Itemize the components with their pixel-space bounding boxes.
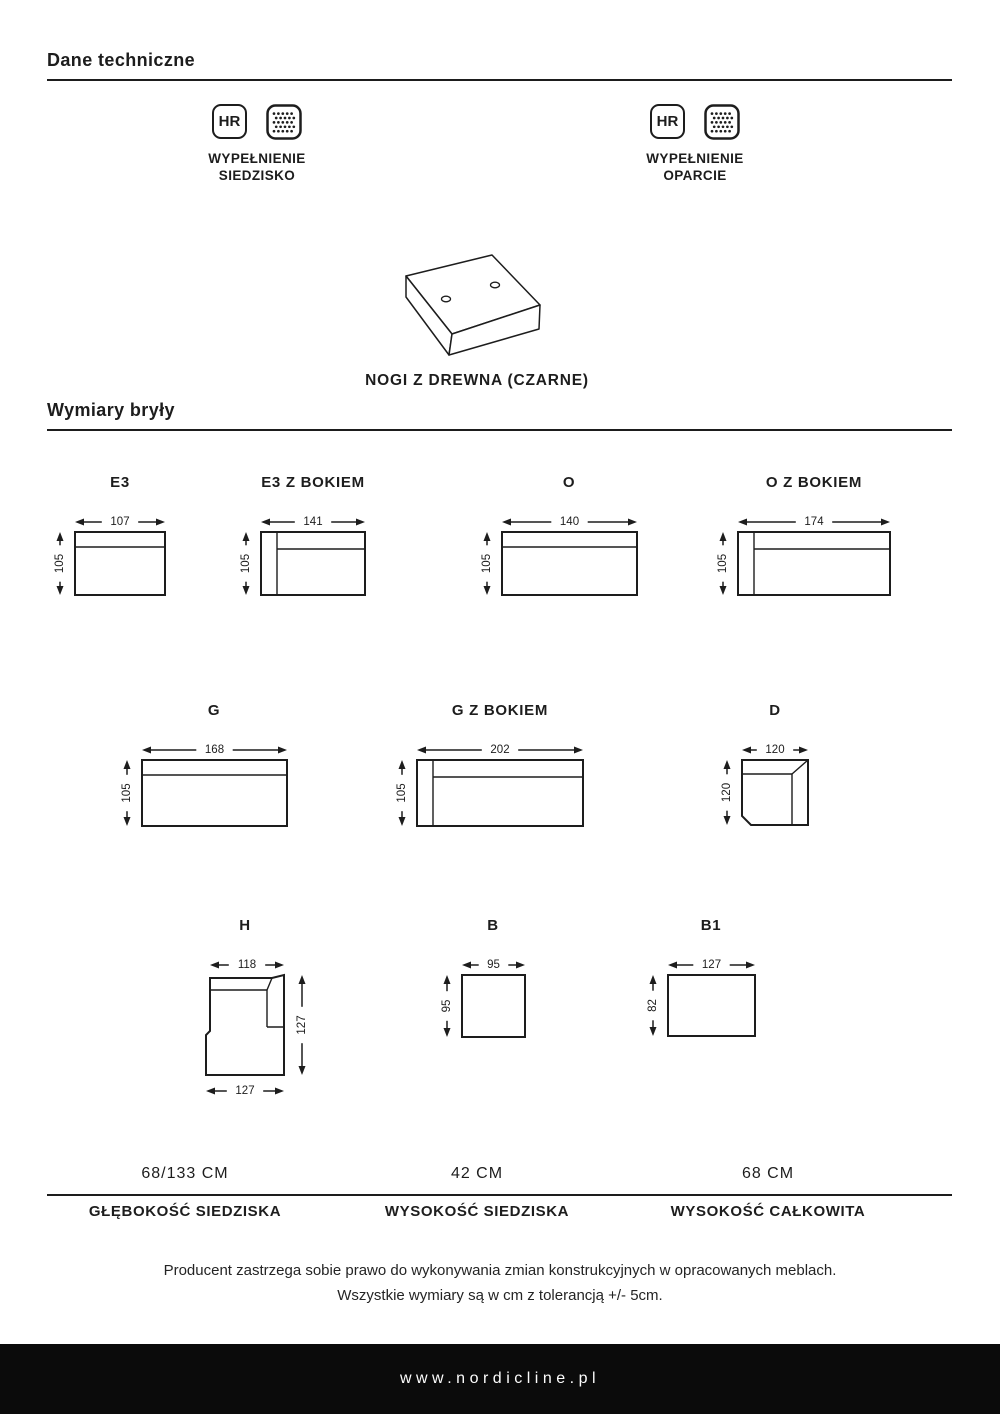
module-diagram: 127 82: [647, 959, 756, 1037]
hr-foam-icon: HR: [650, 104, 685, 139]
stats-divider: [47, 1194, 952, 1196]
module-e3: E3 107 105: [45, 474, 175, 603]
module-title: G Z BOKIEM: [451, 702, 549, 719]
filling-seat-label-line2: SIEDZISKO: [218, 168, 296, 183]
footer-url: www.nordicline.pl: [399, 1370, 601, 1387]
filling-back-icons: HR: [650, 104, 740, 140]
dimension-label: 105: [54, 554, 66, 573]
module-diagram: 168 105: [121, 744, 288, 827]
dimension-label: 105: [481, 554, 493, 573]
disclaimer-line1: Producent zastrzega sobie prawo do wykon…: [163, 1262, 837, 1279]
dimension-label: 118: [238, 959, 256, 971]
filling-seat-group: HR WYPEŁNIENIE SIEDZISKO: [137, 104, 377, 184]
module-diagram: 107 105: [54, 516, 166, 596]
module-diagram: 120 120: [721, 744, 809, 826]
module-title: H: [239, 917, 251, 934]
dimension-label: 140: [559, 516, 578, 528]
filling-back-label-line2: OPARCIE: [663, 168, 727, 183]
dimension-label: 127: [701, 959, 720, 971]
module-title: G: [207, 702, 221, 719]
module-title: E3: [110, 474, 130, 491]
dimension-label: 127: [296, 1015, 308, 1034]
filling-back-label-line1: WYPEŁNIENIE: [646, 151, 744, 166]
dimension-label: 127: [235, 1085, 254, 1097]
module-title: E3 Z BOKIEM: [261, 474, 365, 491]
module-title: D: [769, 702, 781, 719]
legs-caption: NOGI Z DREWNA (CZARNE): [365, 372, 589, 389]
stat-value-seat-height: 42 CM: [450, 1165, 504, 1182]
dimension-label: 105: [396, 783, 408, 802]
dimension-label: 120: [721, 783, 733, 802]
filling-seat-label-line1: WYPEŁNIENIE: [208, 151, 306, 166]
section-title-dimensions: Wymiary bryły: [47, 400, 175, 420]
hr-foam-badge: HR: [656, 113, 679, 130]
module-diagram: 174 105: [717, 516, 891, 596]
dimension-label: 105: [121, 783, 133, 802]
module-diagram: 95 95: [441, 959, 526, 1038]
dimension-label: 105: [240, 554, 252, 573]
dimension-label: 95: [441, 1000, 453, 1013]
module-g-z-bokiem: G Z BOKIEM 202 105: [387, 702, 593, 834]
module-d: D 120 120: [712, 702, 818, 833]
module-title: O: [562, 474, 576, 491]
module-title: O Z BOKIEM: [765, 474, 863, 491]
module-h: H 118 127 127: [198, 917, 318, 1105]
module-o: O 140 105: [472, 474, 647, 603]
module-title: B1: [700, 917, 722, 934]
filling-seat-icons: HR: [212, 104, 302, 140]
filling-back-group: HR WYPEŁNIENIE OPARCIE: [575, 104, 815, 184]
stat-label-seat-height: WYSOKOŚĆ SIEDZISKA: [384, 1203, 570, 1220]
stat-value-total-height: 68 CM: [741, 1165, 795, 1182]
leg-screw-hole: [440, 295, 452, 303]
dimension-label: 82: [647, 999, 659, 1012]
section-divider: [47, 429, 952, 431]
stat-label-total-height: WYSOKOŚĆ CAŁKOWITA: [670, 1203, 866, 1220]
module-e3-z-bokiem: E3 Z BOKIEM 141 105: [231, 474, 375, 603]
section-title-technical: Dane techniczne: [47, 50, 196, 70]
module-diagram: 141 105: [240, 516, 366, 596]
hr-foam-icon: HR: [212, 104, 247, 139]
dimension-label: 95: [487, 959, 500, 971]
section-divider: [47, 79, 952, 81]
foam-dots-icon: [266, 104, 302, 140]
module-diagram: 140 105: [481, 516, 638, 596]
module-diagram: 118 127 127: [205, 959, 308, 1097]
module-b1: B1 127 82: [638, 917, 765, 1044]
dimension-label: 120: [765, 744, 784, 756]
dimension-label: 168: [204, 744, 223, 756]
hr-foam-badge: HR: [218, 113, 241, 130]
stat-value-seat-depth: 68/133 CM: [141, 1165, 229, 1182]
leg-front-face: [448, 304, 541, 356]
module-b: B 95 95: [432, 917, 535, 1045]
dimension-label: 107: [110, 516, 129, 528]
dimension-label: 105: [717, 554, 729, 573]
dimension-label: 202: [490, 744, 509, 756]
filling-seat-label: WYPEŁNIENIE SIEDZISKO: [208, 150, 305, 184]
stat-label-seat-depth: GŁĘBOKOŚĆ SIEDZISKA: [88, 1203, 282, 1220]
filling-back-label: WYPEŁNIENIE OPARCIE: [646, 150, 743, 184]
wooden-leg-drawing: [405, 254, 541, 356]
module-diagram: 202 105: [396, 744, 584, 827]
leg-screw-hole: [489, 281, 501, 289]
dimension-label: 141: [303, 516, 322, 528]
disclaimer-line2: Wszystkie wymiary są w cm z tolerancją +…: [337, 1287, 663, 1304]
footer-bar: www.nordicline.pl: [0, 1344, 1000, 1414]
dimension-label: 174: [804, 516, 824, 528]
module-g: G 168 105: [112, 702, 297, 834]
module-o-z-bokiem: O Z BOKIEM 174 105: [708, 474, 900, 603]
module-title: B: [487, 917, 499, 934]
foam-dots-icon: [704, 104, 740, 140]
disclaimer: Producent zastrzega sobie prawo do wykon…: [0, 1258, 1000, 1308]
